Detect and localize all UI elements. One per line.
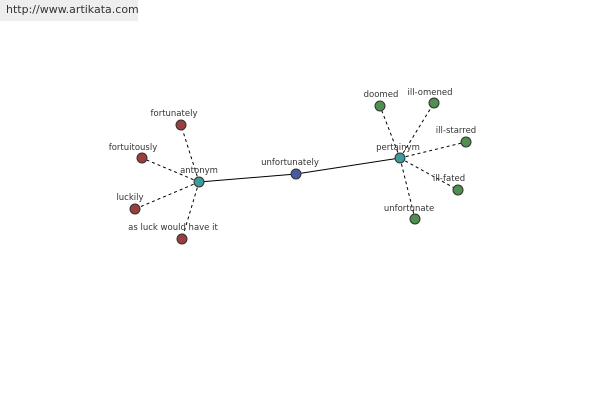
label-as-luck-would-have-it[interactable]: as luck would have it	[128, 223, 218, 233]
label-unfortunate[interactable]: unfortunate	[384, 204, 434, 214]
node-luckily[interactable]	[129, 203, 141, 215]
watermark-banner: http://www.artikata.com	[0, 0, 139, 21]
node-pertainym[interactable]	[394, 152, 406, 164]
label-ill-starred[interactable]: ill-starred	[436, 126, 476, 136]
label-pertainym[interactable]: pertainym	[376, 143, 420, 153]
edge-pertainym-ill-starred	[399, 141, 467, 159]
node-ill-starred[interactable]	[460, 136, 472, 148]
edge-pertainym-ill-omened	[399, 102, 435, 159]
label-ill-omened[interactable]: ill-omened	[407, 88, 452, 98]
node-fortuitously[interactable]	[136, 152, 148, 164]
node-ill-fated[interactable]	[452, 184, 464, 196]
node-fortunately[interactable]	[175, 119, 187, 131]
node-center-word[interactable]	[290, 168, 302, 180]
edge-antonym-luckily	[134, 181, 200, 210]
edge-antonym-as-luck-would-have-it	[181, 181, 200, 240]
label-fortuitously[interactable]: fortuitously	[109, 143, 158, 153]
node-antonym[interactable]	[193, 176, 205, 188]
node-as-luck-would-have-it[interactable]	[176, 233, 188, 245]
edge-antonym-fortuitously	[141, 157, 200, 183]
label-center-word[interactable]: unfortunately	[261, 158, 319, 168]
edge-pertainym-ill-fated	[399, 157, 459, 191]
node-ill-omened[interactable]	[428, 97, 440, 109]
label-antonym[interactable]: antonym	[180, 166, 218, 176]
node-unfortunate[interactable]	[409, 213, 421, 225]
node-doomed[interactable]	[374, 100, 386, 112]
watermark-url[interactable]: http://www.artikata.com	[6, 3, 139, 16]
label-doomed[interactable]: doomed	[364, 90, 399, 100]
edge-pertainym-unfortunate	[399, 157, 416, 220]
label-fortunately[interactable]: fortunately	[151, 109, 198, 119]
label-luckily[interactable]: luckily	[116, 193, 143, 203]
edge-center-antonym	[198, 173, 297, 183]
edge-antonym-fortunately	[180, 124, 200, 183]
label-ill-fated[interactable]: ill-fated	[433, 174, 465, 184]
edge-center-pertainym	[295, 157, 401, 175]
